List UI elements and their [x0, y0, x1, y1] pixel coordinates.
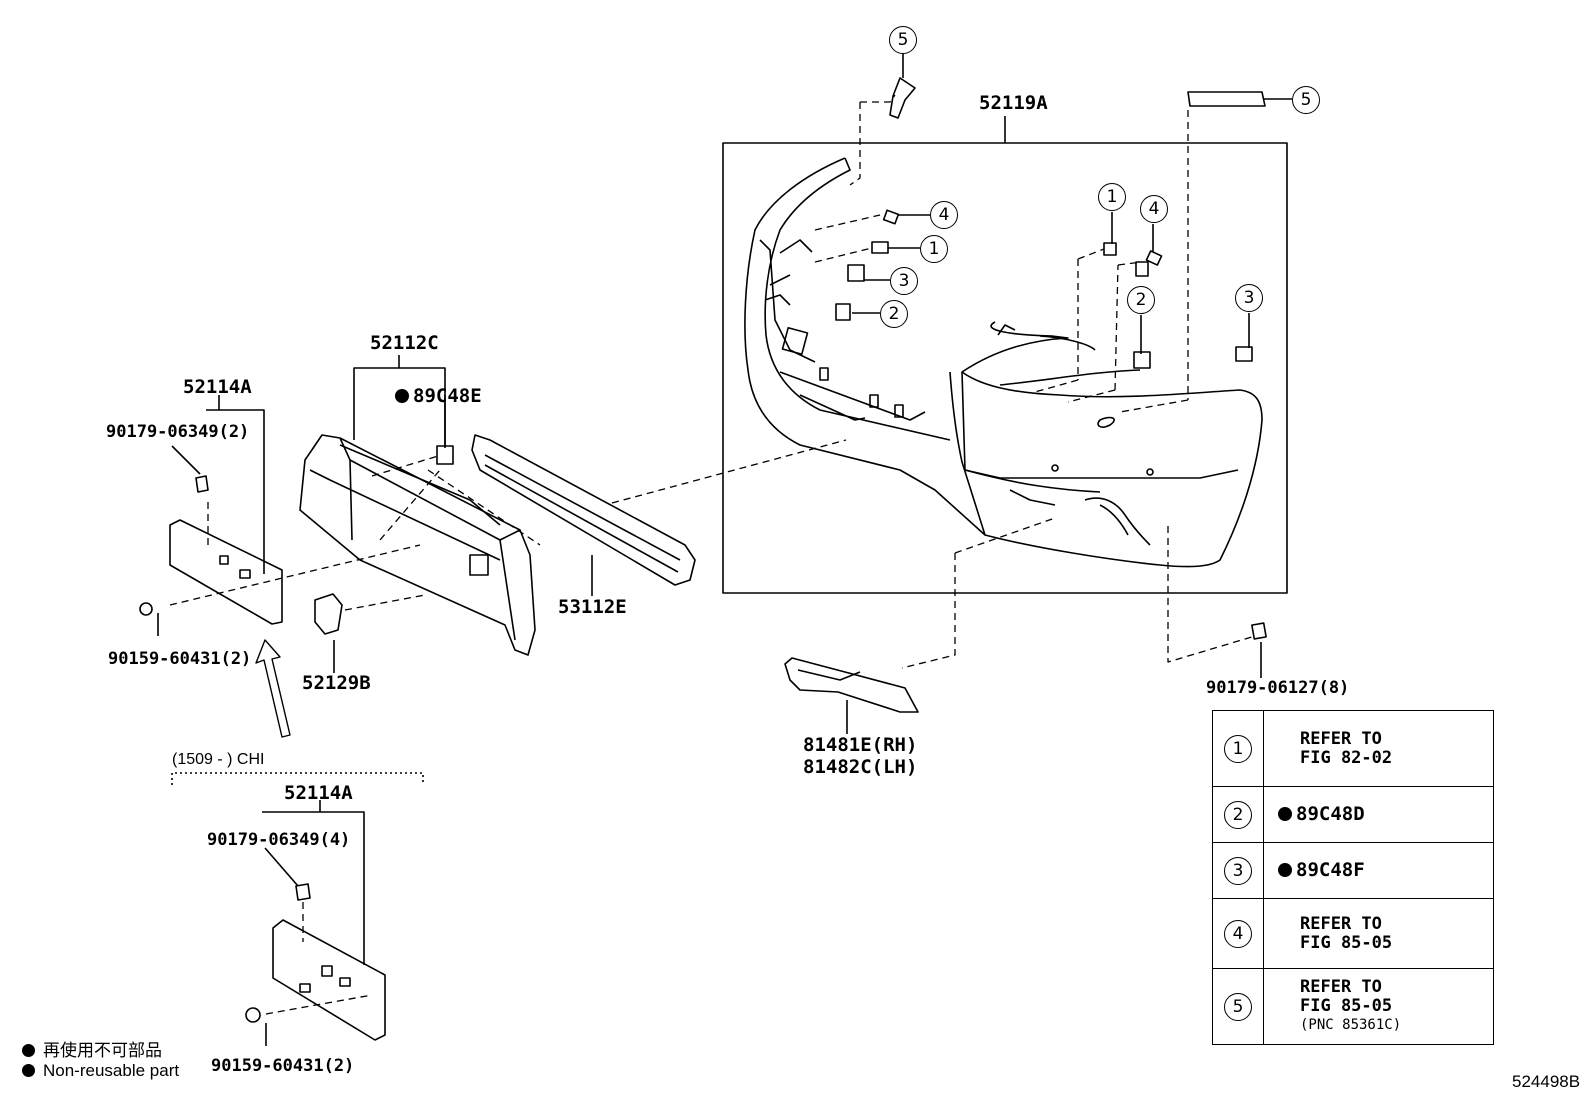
ref-callout: 2 [1224, 800, 1252, 829]
variant-note: (1509 - ) CHI [172, 751, 265, 768]
clip-5-top-drawing [889, 77, 916, 119]
label-variant-screw: 90159-60431(2) [211, 1056, 355, 1076]
label-grille-frame: 52112C [370, 332, 439, 354]
non-reusable-dot-icon [395, 389, 409, 403]
ref-text: REFER TO [1300, 728, 1382, 749]
ref-text: FIG 82-02 [1300, 747, 1393, 768]
legend-japanese-text: 再使用不可部品 [43, 1041, 162, 1060]
non-reusable-dot-icon [22, 1064, 35, 1077]
ref-callout: 4 [1224, 919, 1252, 948]
callout-1-left: 1 [920, 235, 948, 263]
license-screw-drawing [139, 602, 153, 616]
label-bumper-cover: 52119A [979, 92, 1048, 114]
grille-clip-number: 89C48E [413, 385, 482, 407]
reference-row: 2 89C48D [1212, 786, 1494, 843]
label-license-screw: 90159-60431(2) [108, 649, 252, 669]
ref-text: 89C48F [1296, 859, 1365, 881]
clip-5-right-drawing [1187, 91, 1266, 107]
ref-text: FIG 85-05 [1300, 996, 1393, 1016]
callout-3-right: 3 [1235, 284, 1263, 312]
ref-text: REFER TO [1300, 977, 1382, 997]
label-lower-grille: 53112E [558, 596, 627, 618]
non-reusable-dot-icon [1278, 807, 1292, 821]
tow-cover-drawing [314, 593, 343, 635]
ref-subtext: (PNC 85361C) [1300, 1017, 1402, 1033]
label-variant-bracket: 52114A [284, 782, 353, 804]
callout-4-left: 4 [930, 201, 958, 229]
label-fog-cover-lh: 81482C(LH) [803, 756, 918, 778]
callout-2-right: 2 [1127, 286, 1155, 314]
lower-grille-drawing [471, 434, 696, 586]
variant-bracket-drawing [272, 919, 386, 1041]
legend-english: Non-reusable part [22, 1061, 179, 1081]
callout-5-right: 5 [1292, 86, 1320, 114]
variant-arrow [255, 639, 291, 738]
ref-text: FIG 85-05 [1300, 932, 1393, 953]
legend-japanese: 再使用不可部品 [22, 1036, 162, 1061]
ref-text: REFER TO [1300, 913, 1382, 934]
callout-4-right: 4 [1140, 195, 1168, 223]
dashed-lines [169, 94, 1256, 1015]
label-fog-cover-rh: 81481E(RH) [803, 734, 918, 756]
callout-1-right: 1 [1098, 183, 1126, 211]
reference-row: 3 89C48F [1212, 842, 1494, 899]
callout-5-top: 5 [889, 26, 917, 54]
ref-callout: 5 [1224, 992, 1252, 1021]
callout-3-left: 3 [890, 267, 918, 295]
label-nut: 90179-06127(8) [1206, 678, 1350, 698]
variant-screw-drawing [245, 1007, 261, 1023]
drawing-number: 524498B [1512, 1072, 1581, 1091]
nut-drawing [1251, 622, 1267, 640]
label-grille-clip: 89C48E [395, 385, 482, 407]
ref-callout: 1 [1224, 734, 1252, 763]
label-variant-clip: 90179-06349(4) [207, 830, 351, 850]
license-clip-drawing [195, 475, 209, 493]
grille-frame-drawing [299, 434, 536, 656]
variant-clip-drawing [295, 883, 311, 901]
leader-lines [157, 53, 1292, 1046]
callout-2-left: 2 [880, 300, 908, 328]
label-license-clip: 90179-06349(2) [106, 422, 250, 442]
label-tow-cover: 52129B [302, 672, 371, 694]
grille-clip-drawing [436, 445, 454, 465]
non-reusable-dot-icon [22, 1044, 35, 1057]
ref-text: 89C48D [1296, 803, 1365, 825]
legend-english-text: Non-reusable part [43, 1061, 180, 1080]
fog-cover-drawing [784, 657, 919, 713]
bumper-cover-box [722, 142, 1288, 594]
ref-callout: 3 [1224, 856, 1252, 885]
label-license-bracket: 52114A [183, 376, 252, 398]
bumper-cover-drawing [744, 157, 1263, 568]
license-bracket-drawing [169, 519, 283, 625]
non-reusable-dot-icon [1278, 863, 1292, 877]
